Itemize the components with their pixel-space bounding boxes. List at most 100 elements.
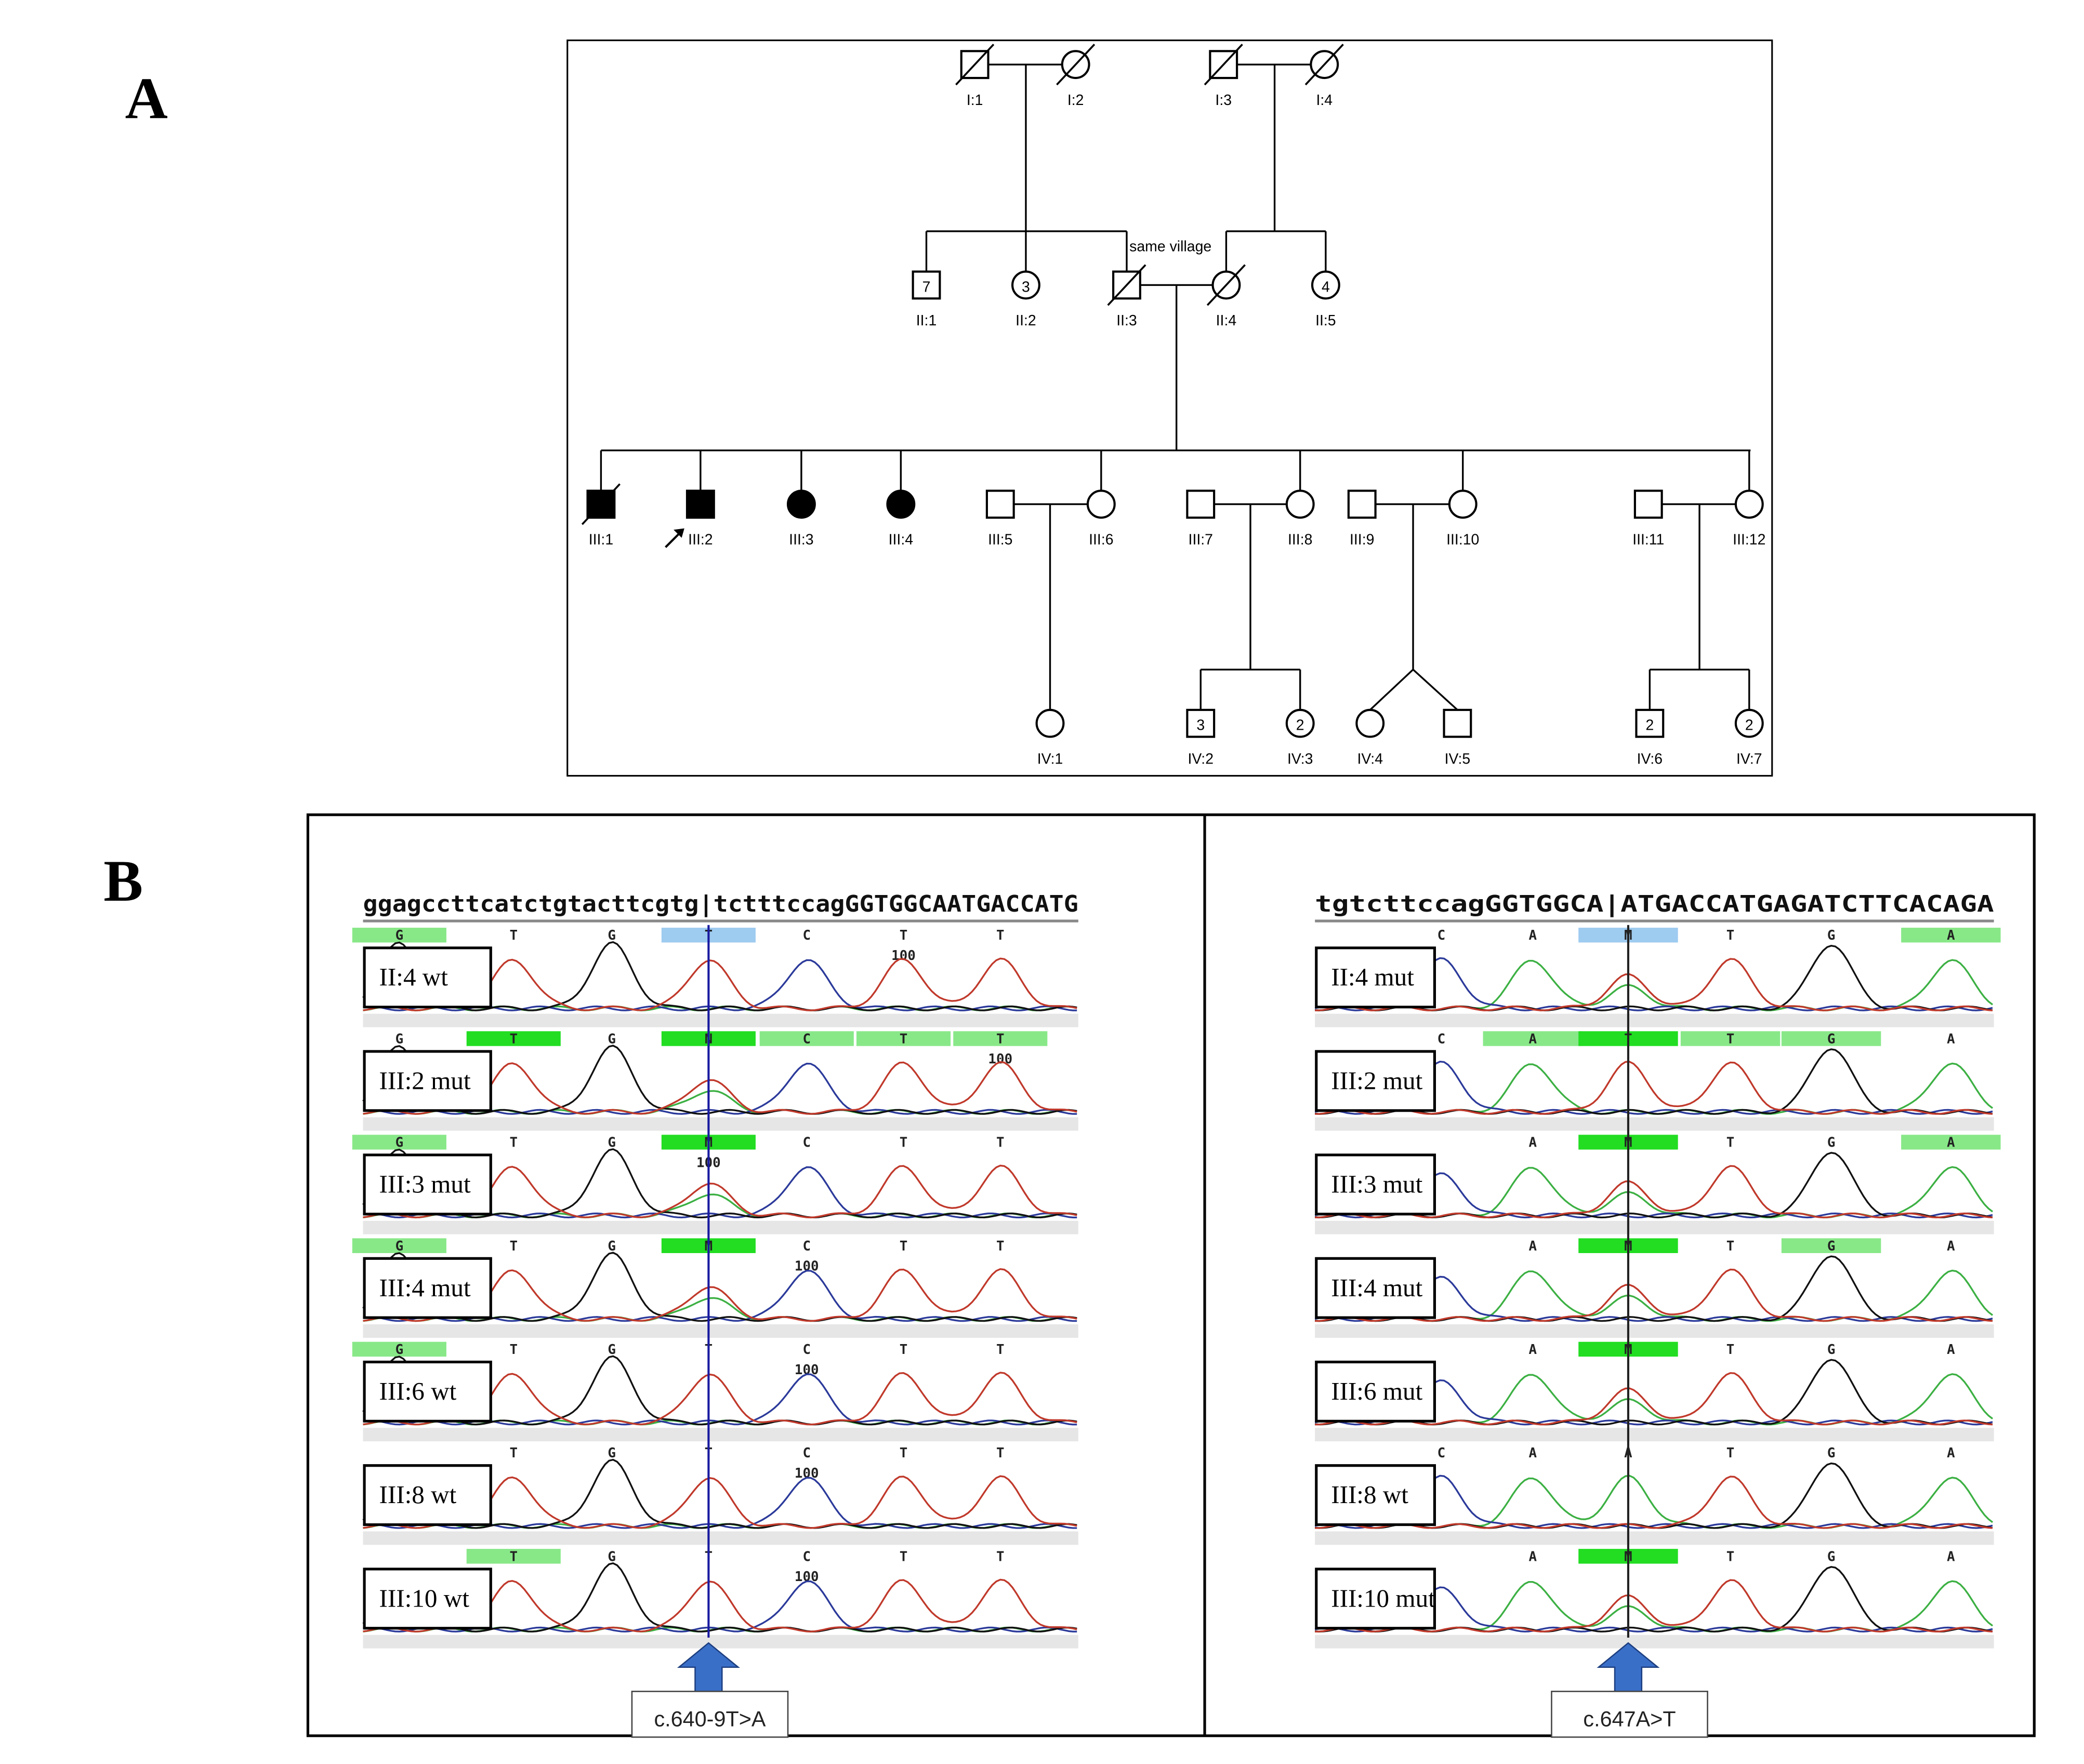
individual-id: III:1 bbox=[589, 532, 613, 548]
base-call: A bbox=[1947, 1239, 1955, 1254]
female-symbol bbox=[1734, 708, 1764, 738]
individual-id: III:12 bbox=[1733, 532, 1765, 548]
base-call: T bbox=[900, 928, 908, 943]
base-call-highlight bbox=[1781, 1031, 1881, 1046]
sample-label-text: II:4 mut bbox=[1331, 963, 1414, 991]
baseline-band bbox=[1315, 1635, 1994, 1649]
panel-b-label: B bbox=[103, 848, 143, 914]
base-call: T bbox=[996, 1445, 1005, 1461]
individual-id: III:2 bbox=[688, 532, 713, 548]
individual-id: II:1 bbox=[916, 312, 937, 329]
female-symbol bbox=[1285, 490, 1315, 519]
base-call-highlight bbox=[352, 1238, 446, 1253]
sample-label-text: III:10 mut bbox=[1331, 1584, 1435, 1612]
quality-score: 100 bbox=[795, 1466, 819, 1481]
female-symbol bbox=[886, 490, 916, 519]
baseline-band bbox=[1315, 1428, 1994, 1442]
chromatogram-row: GTGMCTT100III:3 mut bbox=[352, 1135, 1078, 1234]
individual-id: II:5 bbox=[1315, 312, 1336, 329]
male-symbol bbox=[985, 490, 1015, 519]
female-symbol bbox=[1355, 708, 1385, 738]
sample-label-text: III:4 mut bbox=[379, 1273, 471, 1302]
base-call: T bbox=[1726, 1239, 1735, 1254]
base-call: T bbox=[509, 928, 518, 943]
sample-label: III:10 wt bbox=[363, 1568, 492, 1630]
base-call: T bbox=[900, 1445, 908, 1461]
individual-id: III:7 bbox=[1189, 532, 1213, 548]
base-call: T bbox=[509, 1342, 518, 1358]
base-call: G bbox=[1827, 1239, 1836, 1254]
base-call: T bbox=[900, 1549, 908, 1564]
sample-label: II:4 mut bbox=[1315, 946, 1436, 1009]
sample-label-box bbox=[363, 1360, 492, 1423]
female-symbol bbox=[1311, 270, 1340, 300]
sample-label-text: III:3 mut bbox=[1331, 1170, 1422, 1199]
trace-g bbox=[362, 1252, 1077, 1322]
chromatogram-row: AMTGAIII:4 mut bbox=[1314, 1238, 1994, 1338]
base-call: T bbox=[1726, 1342, 1735, 1358]
chromatogram-row: TGTCTT100III:8 wt bbox=[362, 1445, 1078, 1545]
chromatogram-left: ggagccttcatctgtacttcgtg|tctttccagGGTGGCA… bbox=[352, 891, 1078, 1738]
base-call: A bbox=[1529, 1549, 1537, 1564]
individual-id: I:1 bbox=[967, 92, 983, 109]
individual-id: III:6 bbox=[1089, 532, 1113, 548]
baseline-band bbox=[363, 1531, 1078, 1545]
chromatogram-row: AMTGAIII:10 mut bbox=[1314, 1549, 1994, 1649]
deceased-slash bbox=[1056, 44, 1096, 86]
base-call: T bbox=[509, 1239, 518, 1254]
sample-label-text: III:3 mut bbox=[379, 1170, 471, 1199]
pedigree-line bbox=[1412, 669, 1458, 711]
base-call: C bbox=[802, 1239, 811, 1254]
individual-id: IV:7 bbox=[1736, 751, 1762, 767]
pedigree-frame bbox=[566, 40, 1773, 777]
same-village-note: same village bbox=[1129, 239, 1211, 255]
quality-score: 100 bbox=[795, 1259, 819, 1274]
sibling-count: 2 bbox=[1296, 717, 1304, 734]
base-call: A bbox=[1947, 1549, 1955, 1564]
sample-label-box bbox=[363, 1568, 492, 1630]
sample-label: III:10 mut bbox=[1315, 1568, 1436, 1630]
base-call: T bbox=[996, 1031, 1005, 1047]
male-symbol bbox=[1347, 490, 1377, 519]
base-call: G bbox=[395, 1239, 404, 1254]
base-call: A bbox=[1947, 928, 1955, 943]
sequencing-frame bbox=[306, 813, 2036, 1737]
base-call: T bbox=[996, 1239, 1005, 1254]
base-call: A bbox=[1529, 1342, 1537, 1358]
male-symbol bbox=[1633, 490, 1663, 519]
individual-id: II:3 bbox=[1116, 312, 1137, 329]
baseline-band bbox=[1315, 1324, 1994, 1338]
pedigree-line bbox=[1369, 669, 1414, 711]
base-call-highlight bbox=[352, 1135, 446, 1150]
base-call: T bbox=[509, 1549, 518, 1564]
individual-id: II:4 bbox=[1216, 312, 1237, 329]
sample-label: III:8 wt bbox=[363, 1464, 492, 1526]
deceased-slash bbox=[581, 483, 621, 525]
variant-arrow-icon bbox=[677, 1642, 740, 1692]
sample-label-text: II:4 wt bbox=[379, 963, 449, 991]
chromatogram-right: tgtcttccagGGTGGCA|ATGACCATGAGATCTTCACAGA… bbox=[1314, 891, 2001, 1738]
individual-id: III:9 bbox=[1350, 532, 1374, 548]
sample-label-text: III:10 wt bbox=[379, 1584, 470, 1612]
base-call: A bbox=[1529, 1031, 1537, 1047]
individual-id: IV:5 bbox=[1445, 751, 1471, 767]
trace-t bbox=[1315, 1579, 1993, 1633]
base-call: G bbox=[608, 928, 616, 943]
sample-label-text: III:8 wt bbox=[379, 1480, 457, 1509]
quality-score: 100 bbox=[795, 1362, 819, 1378]
sample-label: III:3 mut bbox=[363, 1153, 492, 1216]
individual-id: IV:3 bbox=[1287, 751, 1313, 767]
deceased-slash bbox=[1206, 264, 1246, 306]
sample-label-box bbox=[363, 1050, 492, 1112]
individual-id: I:2 bbox=[1067, 92, 1084, 109]
sibling-count: 2 bbox=[1745, 717, 1753, 734]
individual-id: II:2 bbox=[1015, 312, 1036, 329]
sample-label-text: III:4 mut bbox=[1331, 1273, 1422, 1302]
individual-id: III:5 bbox=[988, 532, 1012, 548]
base-call: A bbox=[1947, 1445, 1955, 1461]
base-call-highlight bbox=[856, 1031, 951, 1046]
sample-label-box bbox=[363, 1257, 492, 1319]
quality-score: 100 bbox=[795, 1569, 819, 1585]
sample-label-box bbox=[1315, 1464, 1436, 1526]
trace-t bbox=[1315, 1372, 1993, 1426]
